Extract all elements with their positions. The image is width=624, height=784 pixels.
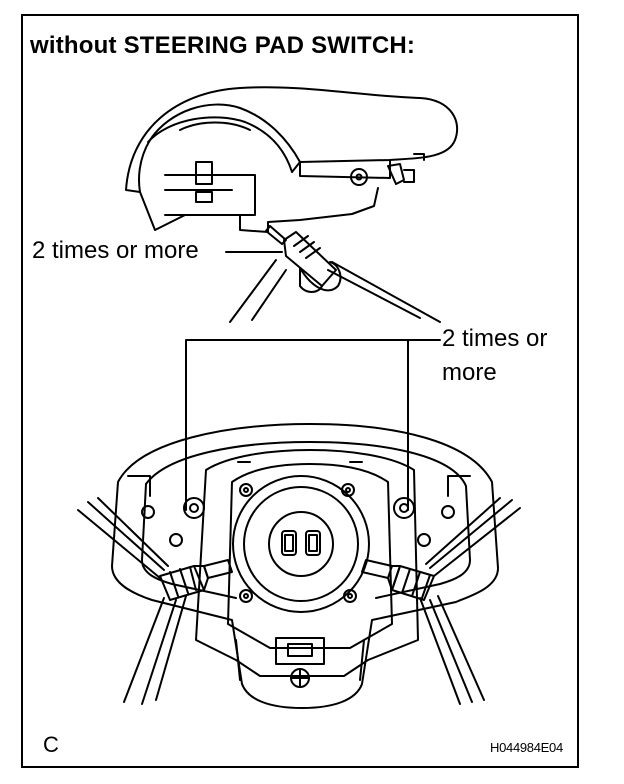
- upper-screwdriver: [225, 225, 441, 323]
- figure-frame: [21, 14, 579, 768]
- corner-letter: C: [43, 732, 59, 757]
- airbag-pad-side-view: [125, 86, 459, 233]
- right-screwdriver: [361, 497, 521, 705]
- top-callout-label: 2 times or more: [32, 237, 199, 264]
- figure-code: H044984E04: [490, 740, 563, 755]
- callout-bracket: [185, 339, 441, 511]
- bottom-callout-label-line2: more: [442, 359, 497, 386]
- figure-title: without STEERING PAD SWITCH:: [30, 32, 416, 59]
- left-screwdriver: [77, 497, 233, 705]
- bottom-callout-label-line1: 2 times or: [442, 325, 548, 352]
- steering-wheel-rear-view: [111, 423, 499, 709]
